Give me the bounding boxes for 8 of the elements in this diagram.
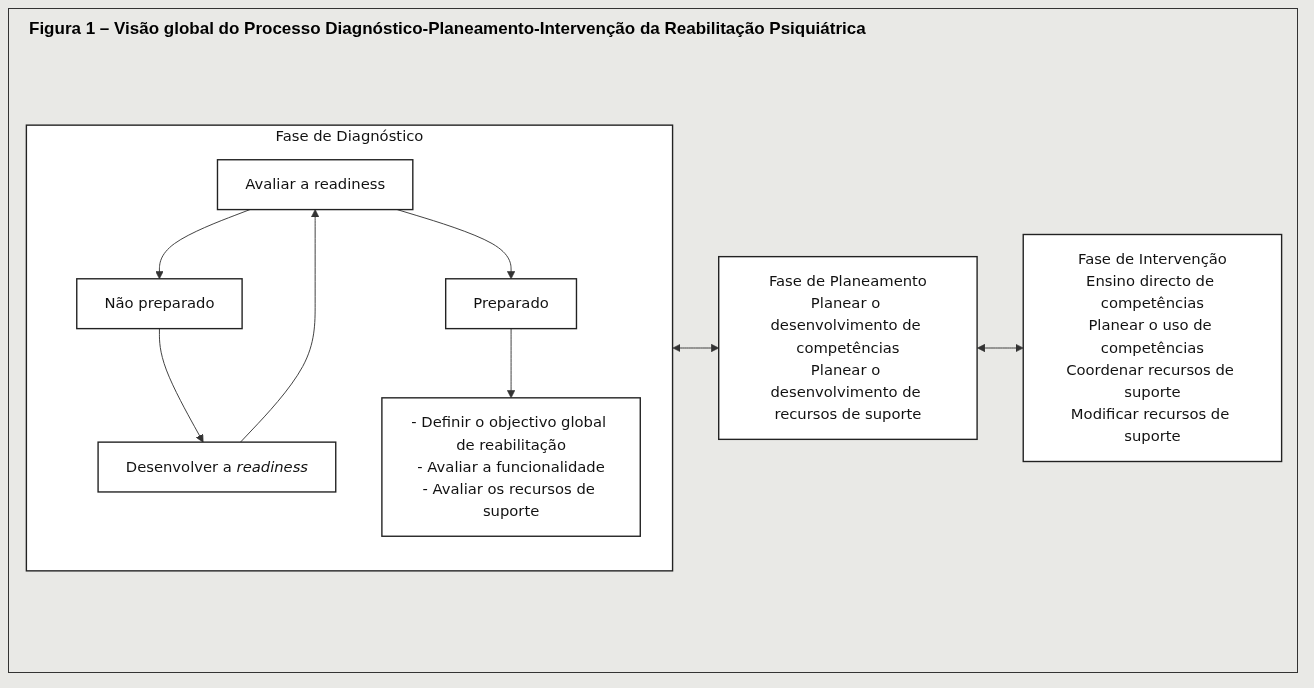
node-box: Desenvolver a readiness — [97, 441, 337, 493]
node-box: - Definir o objectivo global de reabilitação - Avaliar a funcionalidade - Avaliar os recursos de suporte — [381, 397, 641, 537]
node-box: Não preparado — [76, 278, 243, 330]
diagram-title: Figura 1 – Visão global do Processo Diagnóstico-Planeamento-Intervenção da Reabilitação Psiquiátrica — [29, 19, 867, 39]
node-box: Preparado — [445, 278, 578, 330]
node-box: Fase de Planeamento Planear o desenvolvimento de competências Planear o desenvolvimento de recursos de suporte — [718, 255, 978, 441]
node-box: Fase de Intervenção Ensino directo de competências Planear o uso de competências Coordenar recursos de suporte Modificar recursos de suporte — [1022, 233, 1283, 463]
node-box: Avaliar a readiness — [216, 159, 414, 211]
